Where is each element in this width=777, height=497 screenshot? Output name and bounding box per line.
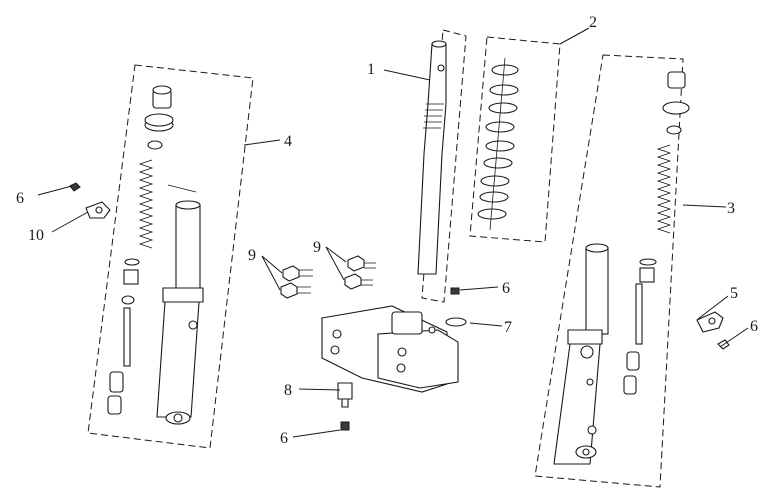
callout-1: 1 <box>367 61 375 78</box>
clamp-5 <box>696 311 730 350</box>
callout-10: 10 <box>28 227 44 244</box>
callout-6-left: 6 <box>16 190 24 207</box>
callout-9-left: 9 <box>248 247 256 264</box>
clamp-10 <box>69 182 111 219</box>
bearing-set <box>469 36 561 243</box>
bolts-9 <box>280 255 376 299</box>
callout-3: 3 <box>727 200 735 217</box>
callout-9-right: 9 <box>313 239 321 256</box>
callout-6-right: 6 <box>750 318 758 335</box>
callout-8: 8 <box>284 382 292 399</box>
callout-labels: 1 2 3 4 5 6 6 6 6 7 8 9 9 10 <box>16 14 758 447</box>
steering-stem <box>321 29 467 393</box>
right-fork-leg-assembly <box>534 54 690 488</box>
callout-2: 2 <box>589 14 597 31</box>
callout-6-bottom: 6 <box>280 430 288 447</box>
washer-7 <box>340 287 467 431</box>
callout-6-stem: 6 <box>502 280 510 297</box>
leader-lines <box>37 27 749 438</box>
left-fork-leg-assembly <box>87 64 254 449</box>
left-spring <box>138 159 154 249</box>
callout-4: 4 <box>284 133 292 150</box>
bracket-8 <box>337 382 353 408</box>
callout-5: 5 <box>730 285 738 302</box>
callout-7: 7 <box>504 319 512 336</box>
